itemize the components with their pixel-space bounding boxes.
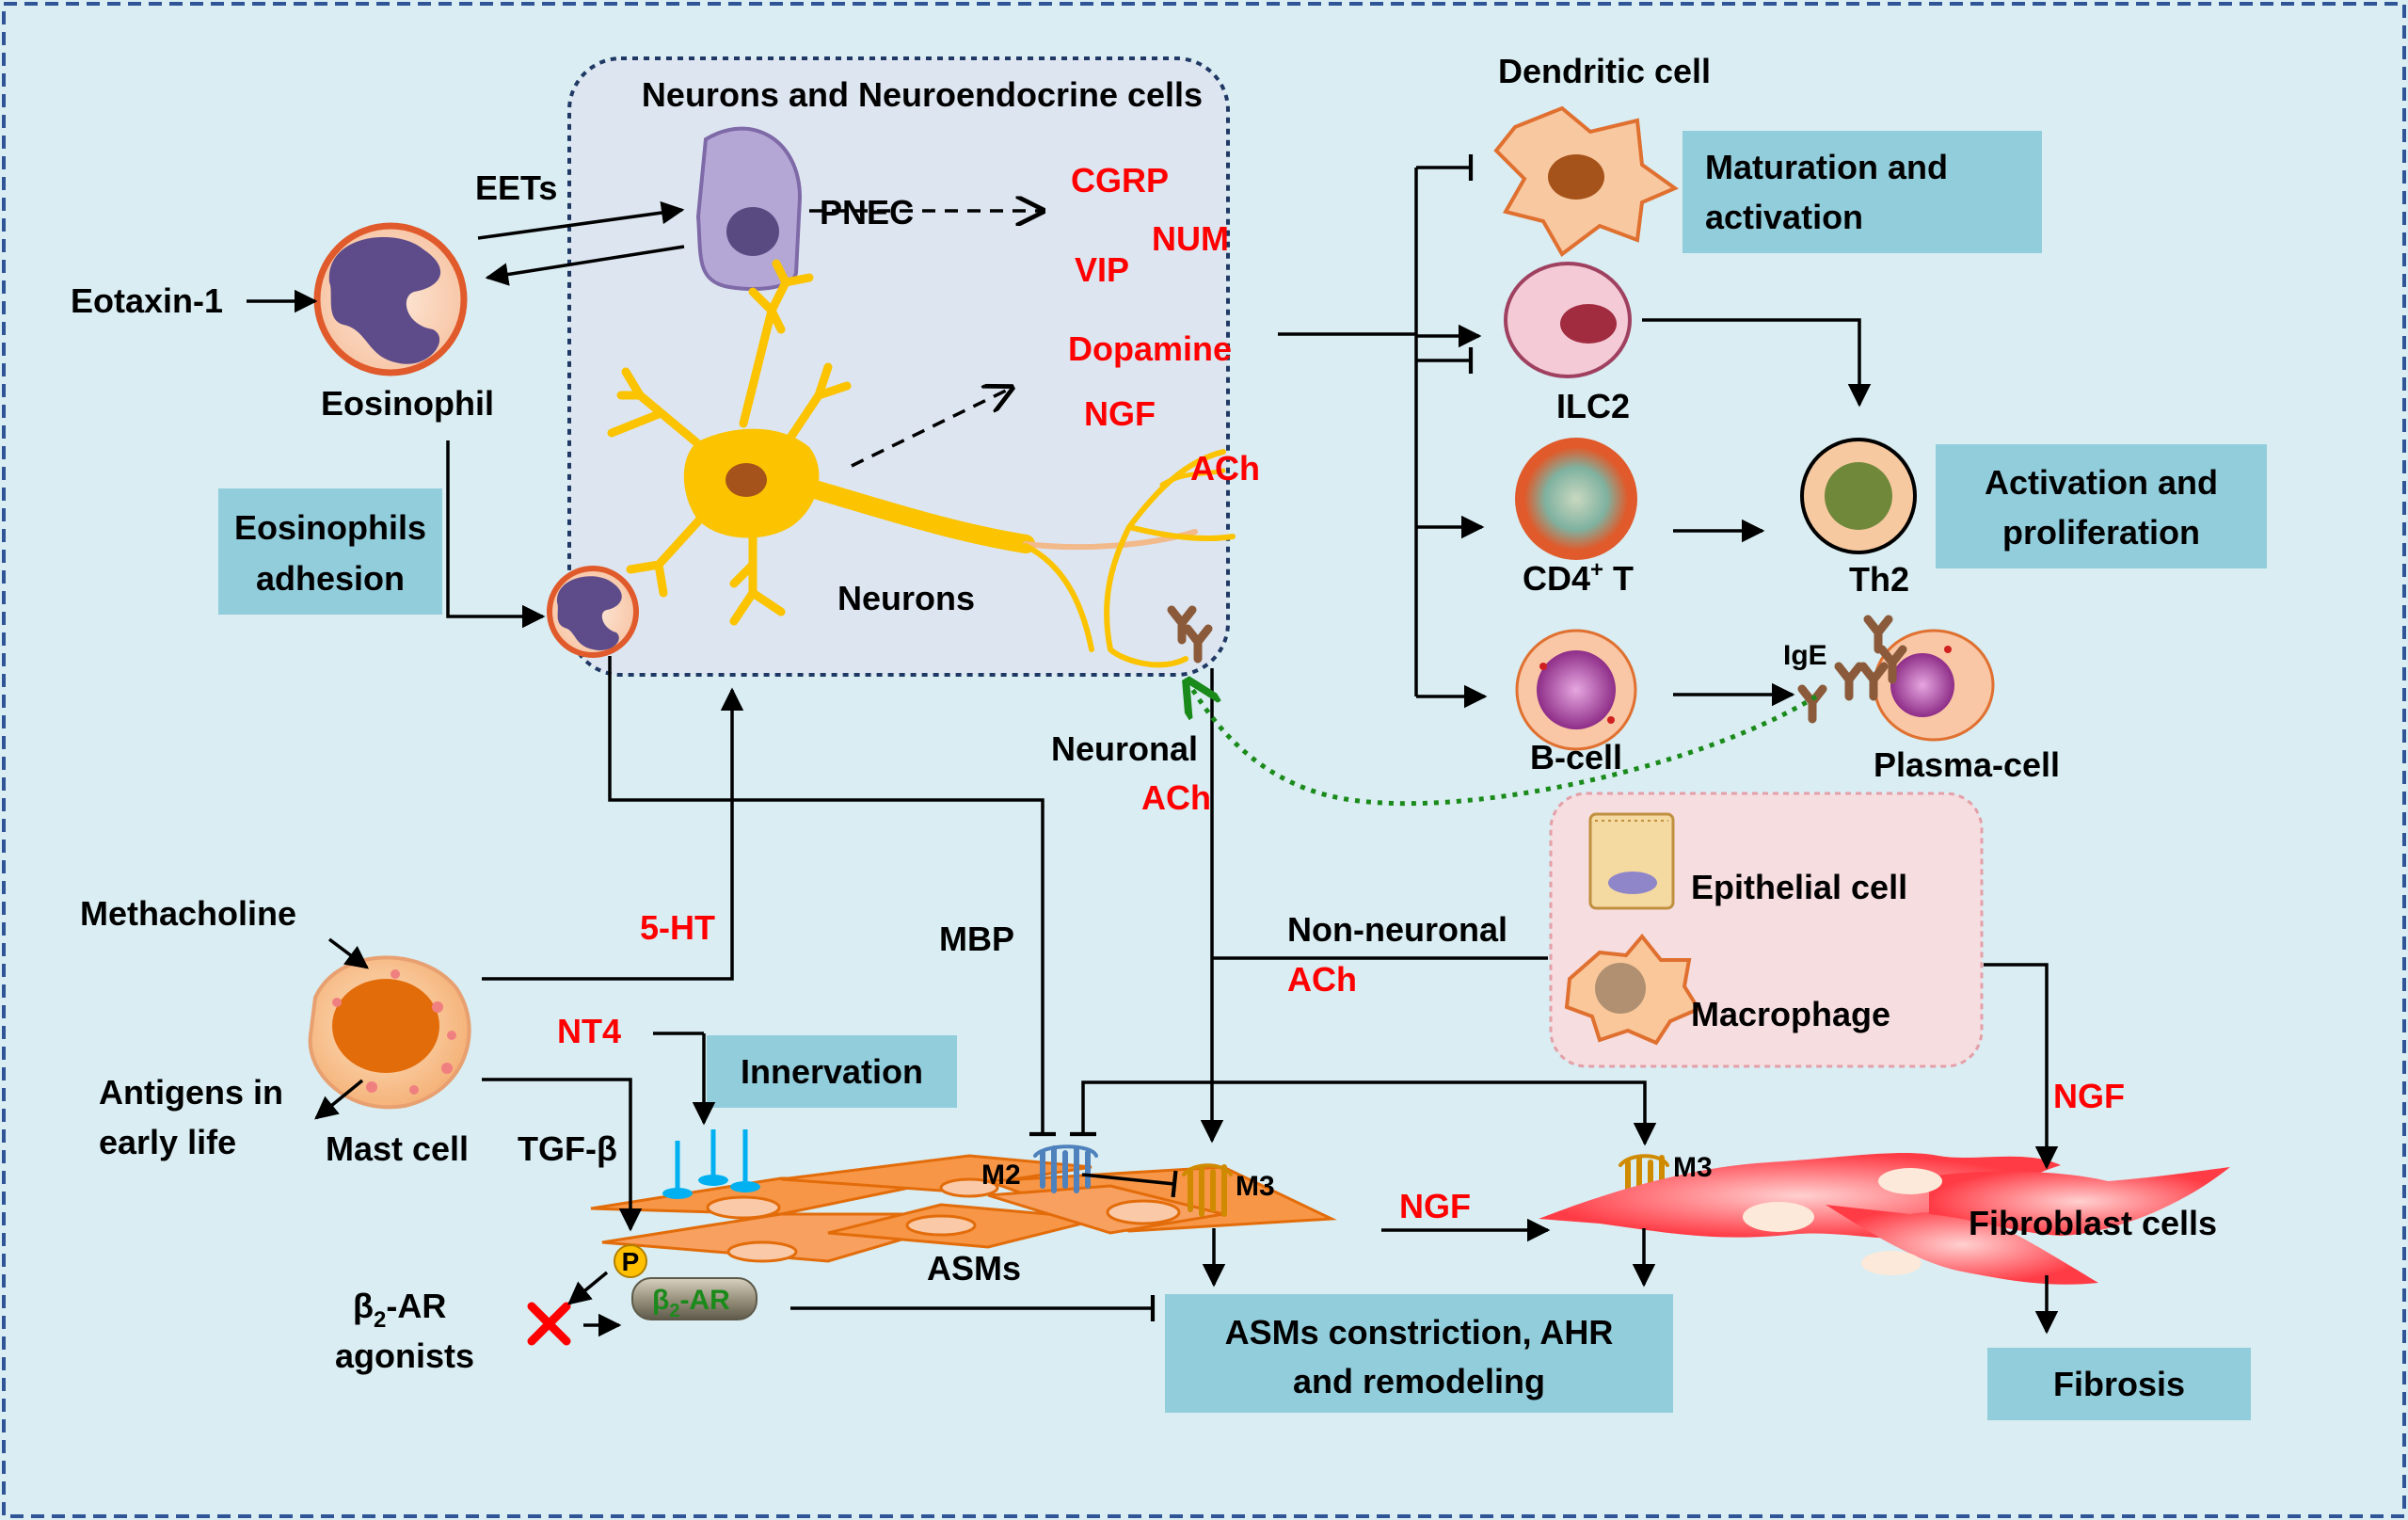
fibrosis-label: Fibrosis [2053,1365,2185,1403]
cd4-sup: + [1590,557,1603,583]
beta2-sub: 2 [374,1307,386,1333]
eos-adhesion-label-2: adhesion [256,559,405,598]
activation-label-2: proliferation [2002,513,2200,552]
methacholine-label: Methacholine [80,894,296,933]
num-label: NUM [1152,219,1229,258]
phospho-label: P [622,1247,640,1276]
m3-receptor-fib [1619,1154,1669,1208]
asm-outcome-label-2: and remodeling [1293,1362,1545,1400]
agonists-label: agonists [335,1336,474,1375]
phospho-icon [614,1244,647,1278]
th2-label: Th2 [1849,560,1909,599]
eos-adhesion-label-1: Eosinophils [234,508,426,547]
pnec-cell [695,126,803,292]
neurons-label: Neurons [837,579,975,617]
ige-green-dotted-arrow [1188,681,1818,807]
mbp-label: MBP [939,920,1014,958]
eosinophil-cell [313,222,468,376]
asm-outcome-label-1: ASMs constriction, AHR [1225,1313,1614,1352]
ige-antibodies [1797,615,1907,724]
non-neuronal-label: Non-neuronal [1287,910,1507,949]
fibrosis-box [1987,1348,2251,1420]
eotaxin-label: Eotaxin-1 [71,281,223,320]
blocked-x-icon [527,1302,571,1346]
non-neuronal-ach-label: ACh [1287,960,1357,999]
activation-box [1936,444,2267,568]
eosinophil-label: Eosinophil [321,384,494,423]
5ht-label: 5-HT [640,908,715,947]
dopamine-label: Dopamine [1068,329,1232,368]
dendritic-cell [1493,105,1680,257]
b-cell-label: B-cell [1530,738,1622,776]
ach-neuro-label: ACh [1190,449,1260,488]
cd4-main: CD4 [1523,559,1590,598]
nt4-label: NT4 [557,1012,621,1050]
activation-label-1: Activation and [1985,463,2218,502]
neuron-ige-receptor [1167,605,1213,664]
m2-receptor [1033,1144,1098,1193]
vip-label: VIP [1075,250,1129,289]
beta2-inner-sub: 2 [669,1301,679,1321]
cd4-t-cell [1515,438,1637,560]
antigens-label-2: early life [99,1123,236,1161]
ilc2-label: ILC2 [1556,387,1630,425]
eosinophil-small-cell [547,566,639,658]
ngf-asm-label: NGF [1399,1187,1471,1225]
beta2-inner-main: β [652,1285,669,1316]
macrophage-cell [1564,933,1701,1046]
eos-adhesion-box [218,488,442,615]
maturation-label-1: Maturation and [1705,148,1948,186]
cgrp-label: CGRP [1071,161,1169,200]
plasma-cell [1873,629,1995,742]
ilc2-cell [1504,262,1632,378]
maturation-box [1682,131,2042,253]
ngf-neuro-label: NGF [1084,394,1156,433]
neuron-nucleus [726,463,767,497]
cd4-label: CD4+ T [1523,557,1634,598]
innervation-box [707,1035,957,1108]
fibroblast-label: Fibroblast cells [1969,1204,2217,1242]
epithelial-cell [1588,812,1675,910]
macrophage-label: Macrophage [1691,995,1890,1033]
ige-label: IgE [1783,640,1827,671]
m3-fib-label: M3 [1673,1152,1713,1183]
m2-label: M2 [981,1160,1021,1191]
fibroblast-cells [1539,1153,2230,1285]
beta2-inner-tail: -AR [679,1285,730,1316]
asm-outcome-box [1165,1294,1673,1413]
beta2-main: β [353,1287,374,1325]
m3-receptor-asm [1182,1163,1233,1217]
epithelial-label: Epithelial cell [1691,868,1907,906]
antigens-label-1: Antigens in [99,1073,283,1112]
pnec-label: PNEC [820,193,914,232]
ngf-fib-label: NGF [2053,1077,2125,1115]
b-cell [1515,629,1637,751]
beta2-ar-inner-label: β2-AR [652,1285,730,1321]
innervation-label: Innervation [741,1052,923,1091]
beta2-ar-receptor [631,1277,757,1320]
neuronal-ach-label: ACh [1141,778,1211,817]
mast-cell-label: Mast cell [326,1129,469,1168]
neuronal-label: Neuronal [1051,729,1198,768]
cd4-tail: T [1603,559,1634,598]
plasma-cell-label: Plasma-cell [1874,745,2060,784]
mast-cell [308,955,471,1110]
asms-label: ASMs [927,1249,1021,1288]
eets-label: EETs [475,168,557,207]
m3-asm-label: M3 [1236,1171,1275,1202]
beta2-agonist-label: β2-AR [353,1287,446,1333]
beta2-tail: -AR [386,1287,446,1325]
tgf-label: TGF-β [518,1129,617,1168]
neuro-box-title: Neurons and Neuroendocrine cells [642,75,1203,114]
dendritic-label: Dendritic cell [1498,52,1711,90]
maturation-label-2: activation [1705,198,1863,236]
th2-cell [1800,438,1917,554]
connectors [247,154,2059,1337]
innervation-terminals [662,1129,760,1199]
